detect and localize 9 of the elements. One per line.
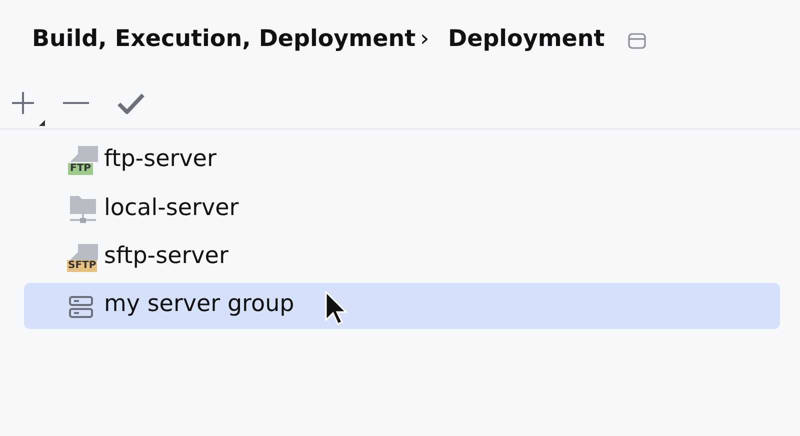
ftp-badge: FTP bbox=[68, 163, 93, 175]
server-name: sftp-server bbox=[104, 243, 228, 269]
breadcrumb-current: Deployment bbox=[448, 26, 605, 52]
breadcrumb-link: Build, Execution, Deployment bbox=[32, 26, 416, 52]
server-name: local-server bbox=[104, 195, 239, 221]
server-group-name: my server group bbox=[104, 291, 294, 317]
breadcrumb-separator: › bbox=[420, 26, 430, 52]
sftp-badge: SFTP bbox=[67, 260, 98, 272]
server-name: ftp-server bbox=[104, 146, 216, 172]
